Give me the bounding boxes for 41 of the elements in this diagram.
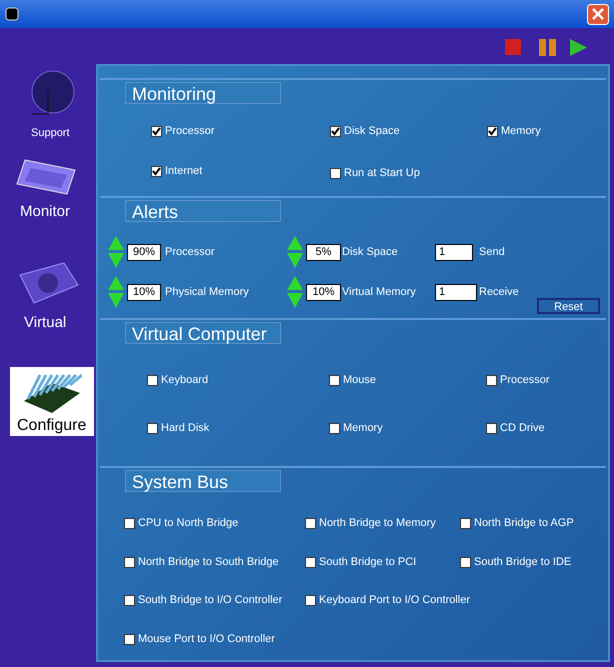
input-field: 90% xyxy=(127,244,161,261)
reset-button: Reset xyxy=(537,298,600,314)
field-label: Disk Space xyxy=(342,246,398,259)
checkbox-label: North Bridge to Memory xyxy=(319,517,436,530)
checkbox-label: South Bridge to I/O Controller xyxy=(138,594,282,607)
field-label: Physical Memory xyxy=(165,286,249,299)
input-field: 10% xyxy=(127,284,161,301)
checkbox-label: North Bridge to AGP xyxy=(474,517,574,530)
checkbox-label: Mouse xyxy=(343,374,376,387)
nav-label: Monitor xyxy=(20,203,70,220)
checkbox-label: Memory xyxy=(501,125,541,138)
nav-label: Configure xyxy=(17,417,86,435)
section-heading: System Bus xyxy=(125,470,281,492)
checkbox-label: Hard Disk xyxy=(161,422,210,435)
field-label: Send xyxy=(479,246,505,259)
checkbox-label: CD Drive xyxy=(500,422,545,435)
field-label: Processor xyxy=(165,246,215,259)
checkbox-label: Internet xyxy=(165,165,202,178)
checkbox-label: Disk Space xyxy=(344,125,400,138)
field-label: Receive xyxy=(479,286,519,299)
section-heading: Virtual Computer xyxy=(125,322,281,344)
checkbox-label: South Bridge to PCI xyxy=(319,556,416,569)
checkbox-label: Keyboard Port to I/O Controller xyxy=(319,594,470,607)
checkbox-label: Keyboard xyxy=(161,374,208,387)
nav-label: Support xyxy=(31,127,70,140)
checkbox-label: Mouse Port to I/O Controller xyxy=(138,633,275,646)
section-heading: Monitoring xyxy=(125,82,281,104)
nav-label: Virtual xyxy=(24,314,66,331)
checkbox-label: CPU to North Bridge xyxy=(138,517,238,530)
checkbox-label: South Bridge to IDE xyxy=(474,556,572,569)
checkbox-label: North Bridge to South Bridge xyxy=(138,556,279,569)
section-heading: Alerts xyxy=(125,200,281,222)
checkbox-label: Memory xyxy=(343,422,383,435)
input-field: 5% xyxy=(306,244,341,261)
input-field: 10% xyxy=(306,284,341,301)
input-field: 1 xyxy=(435,244,473,261)
checkbox-label: Processor xyxy=(165,125,215,138)
field-label: Virtual Memory xyxy=(342,286,416,299)
input-field: 1 xyxy=(435,284,477,301)
checkbox-label: Processor xyxy=(500,374,550,387)
checkbox-label: Run at Start Up xyxy=(344,167,420,180)
